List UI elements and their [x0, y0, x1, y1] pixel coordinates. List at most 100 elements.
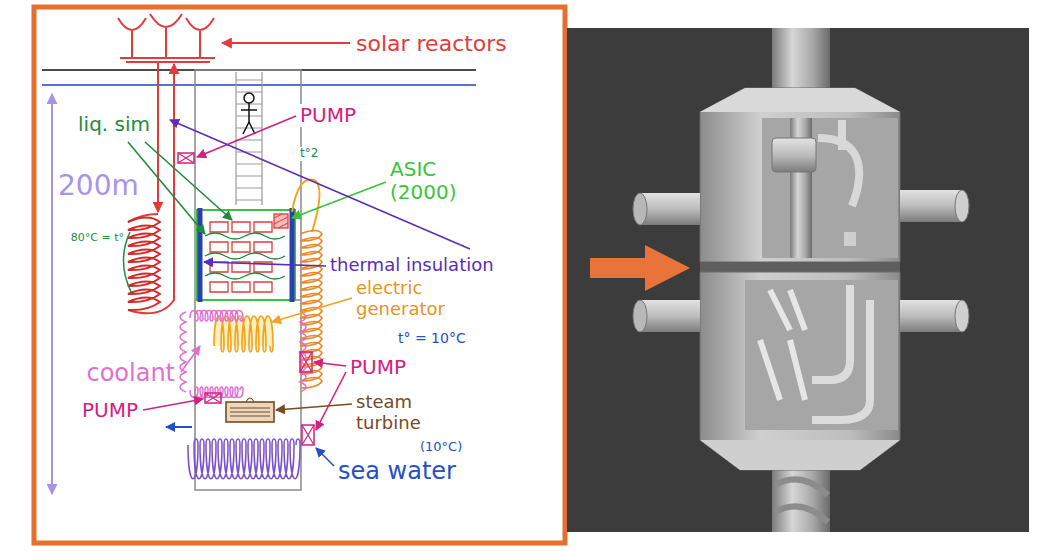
hatch-lines [274, 214, 288, 228]
heat-exchanger-coil [128, 218, 160, 311]
leader-line [204, 262, 326, 266]
temperature-note: (10°C) [420, 440, 462, 455]
leader-line [316, 372, 346, 430]
insulation-wall [290, 208, 295, 302]
pump-box [205, 393, 221, 403]
upper-chamfer [700, 88, 900, 112]
sea-water-coil [188, 439, 300, 479]
panel-frame [34, 7, 565, 543]
pump-cross [205, 393, 221, 403]
turbine-blades [230, 398, 270, 416]
leader-line [170, 120, 470, 249]
pump-symbol [300, 352, 312, 372]
leader-line [272, 298, 352, 322]
leader-line [314, 362, 346, 366]
upper-cutaway [762, 118, 898, 258]
title-callout: solar reactors [356, 31, 507, 56]
pump-box [178, 153, 194, 163]
cylinder-face [633, 193, 647, 225]
part-label-text: PUMP [82, 399, 138, 422]
coolant-coil [180, 311, 306, 398]
part-label: electric generator [356, 278, 466, 319]
temperature-note: 80°C = t° [71, 232, 124, 245]
cylinder-face [633, 300, 647, 332]
dimension-label-text: 200m [58, 170, 139, 202]
part-label-text: thermal insulation [330, 255, 494, 276]
asic-enclosure [197, 210, 295, 300]
part-label-text: steam turbine [356, 392, 446, 433]
screw-blades [775, 479, 828, 522]
part-label-text: coolant [86, 360, 175, 388]
pump-box [302, 425, 314, 445]
immersion-liquid [205, 233, 285, 279]
pipe-bend [128, 214, 174, 313]
part-label: ASIC (2000) [390, 158, 462, 204]
part-label: sea water [338, 458, 456, 486]
part-label: coolant [86, 360, 175, 388]
lower-module [700, 272, 900, 470]
loop-arch [292, 180, 320, 232]
generator-coil [214, 316, 273, 352]
coolant-pipes-render [812, 285, 870, 420]
shaft-outline [195, 70, 301, 490]
part-label: PUMP [82, 399, 138, 422]
bent-pipe [818, 120, 859, 206]
asic-units [210, 222, 272, 292]
module-band [700, 262, 900, 272]
hot-pipe [157, 62, 159, 212]
render-background [567, 28, 1029, 532]
pump-cross [300, 352, 312, 372]
leader-line [143, 399, 203, 410]
part-label-text: liq. sim [78, 113, 150, 136]
person-figure [241, 93, 257, 134]
dimension-line [51, 94, 53, 494]
insulation-wall [198, 208, 203, 302]
part-label: liq. sim [78, 113, 150, 136]
leader-line [197, 116, 296, 157]
lower-cutaway [745, 280, 898, 430]
part-label: PUMP [350, 356, 406, 379]
side-cylinder [640, 193, 700, 225]
temperature-note-text: t° = 10°C [398, 330, 466, 346]
leader-line [145, 142, 232, 220]
leader-line [222, 42, 350, 44]
turbine-blades-render [760, 290, 805, 400]
part-label-text: electric generator [356, 278, 466, 319]
cylinder-face [955, 300, 969, 332]
pump-flange [772, 138, 816, 172]
water-line [42, 84, 476, 86]
outflow-arrow [166, 426, 192, 428]
temperature-note-text: 80°C = t° [71, 232, 124, 245]
solar-dish-symbol [118, 14, 215, 62]
leader-line [276, 404, 352, 410]
leader-line [128, 142, 205, 234]
pump-symbol [178, 153, 194, 163]
coil-note-line [123, 232, 132, 294]
asic-unit-hatched [274, 214, 288, 228]
part-label-text: PUMP [350, 356, 406, 379]
upper-module [700, 88, 900, 262]
return-pipe [173, 64, 175, 214]
part-label: thermal insulation [330, 255, 494, 276]
side-cylinder [900, 190, 962, 222]
part-label: PUMP [300, 104, 356, 127]
leader-line [316, 448, 334, 466]
dimension-label: 200m [58, 170, 139, 202]
leader-line [181, 346, 200, 372]
pump-cross [302, 425, 314, 445]
part-label-text: PUMP [300, 104, 356, 127]
lower-chamfer [700, 440, 900, 470]
temperature-note-text: (10°C) [420, 440, 462, 455]
cylinder-face [955, 190, 969, 222]
side-cylinder [900, 300, 962, 332]
pump-box [300, 352, 312, 372]
person-head [244, 93, 254, 103]
valve-block [844, 232, 856, 246]
leader-line [292, 182, 386, 218]
person-body [241, 103, 257, 134]
transition-arrow [590, 245, 690, 291]
side-cylinder [640, 300, 700, 332]
part-label-text: sea water [338, 458, 456, 486]
